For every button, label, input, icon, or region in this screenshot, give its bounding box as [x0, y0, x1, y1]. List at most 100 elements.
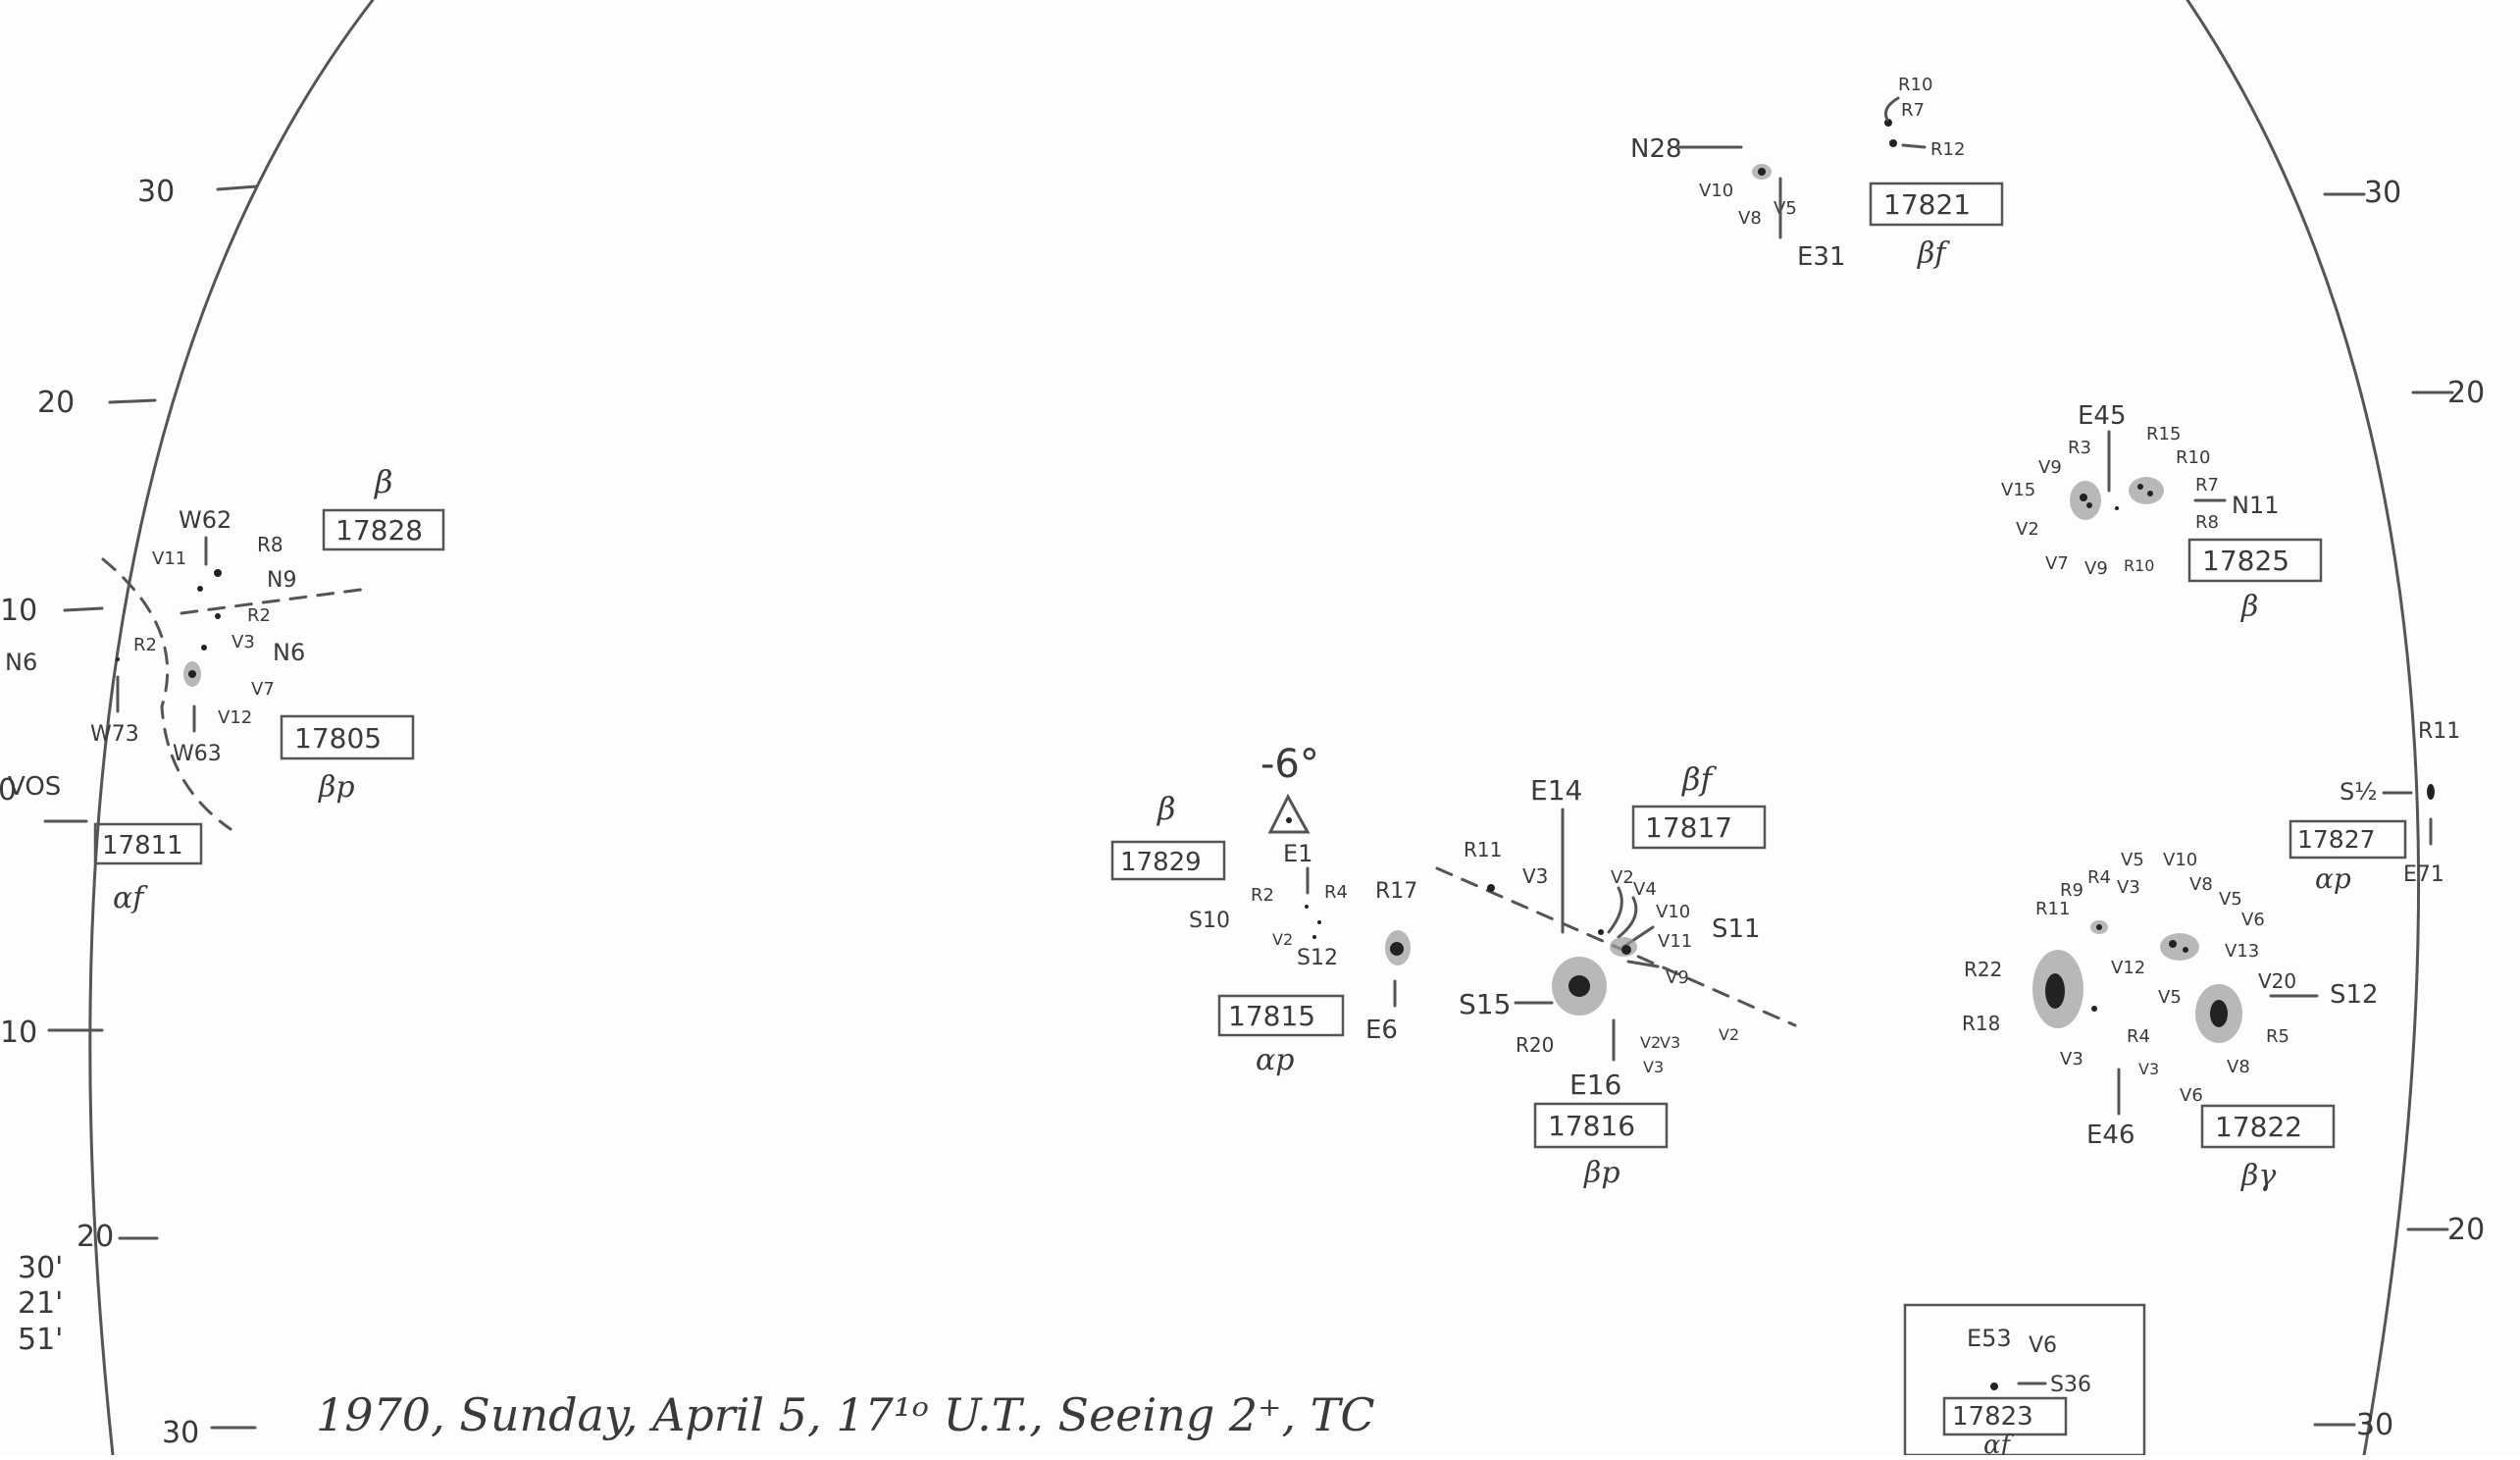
latitude-scale-left: 30 20 10 0 10 20 30 [0, 175, 259, 1450]
spot-label: V11 [152, 548, 186, 569]
corner-note-2: 21' [18, 1286, 63, 1321]
region-number: 17821 [1883, 188, 1971, 221]
scale-left-0: 0 [0, 773, 17, 808]
region-number-box [1631, 805, 1767, 850]
region-17811: 17811 αf [93, 822, 203, 915]
spot-label: R2 [247, 605, 271, 626]
spot-label: R9 [2060, 880, 2083, 901]
spot-label: V7 [2045, 553, 2069, 574]
region-class: αf [1983, 1431, 2015, 1455]
spot-label: V2 [1719, 1025, 1739, 1044]
spot-label: V6 [2029, 1333, 2057, 1358]
region-position: W63 [173, 742, 222, 766]
polarity-degree-label: -6° [1260, 742, 1319, 787]
spot-label: N9 [267, 568, 296, 593]
spot-label: V6 [2241, 910, 2265, 930]
region-class: βf [1917, 236, 1950, 271]
scale-right-30-bottom: 30 [2356, 1408, 2393, 1442]
region-number: 17828 [335, 514, 423, 547]
spot-label: S15 [1459, 988, 1511, 1020]
region-class: β [2240, 590, 2258, 624]
spot-label: R4 [2127, 1026, 2150, 1047]
region-number: 17827 [2297, 825, 2376, 854]
spot-label: V9 [1666, 967, 1689, 988]
region-number: 17805 [294, 722, 382, 755]
region-number-box [2289, 819, 2407, 860]
region-position: E14 [1530, 774, 1582, 807]
spot-label: V13 [2225, 941, 2259, 962]
scale-left-30-top: 30 [137, 175, 175, 209]
spot-label: R22 [1964, 958, 2002, 981]
spot-label: N28 [1630, 134, 1682, 164]
region-position: E6 [1365, 1016, 1398, 1045]
region-position: W62 [179, 506, 231, 534]
spot-label: V12 [2111, 958, 2145, 978]
spot-label: R11 [1464, 838, 1502, 861]
region-number: 17829 [1120, 848, 1202, 877]
spot-label: V11 [1658, 931, 1692, 952]
spot-label: V6 [2180, 1085, 2203, 1106]
boundary-curve-west [101, 557, 232, 831]
spot-label: R8 [2195, 512, 2219, 533]
spot-label: R10 [2176, 447, 2210, 468]
spot-label: W73 [90, 722, 139, 747]
spot-label: V3 [2138, 1060, 2159, 1078]
scale-left-20-top: 20 [37, 386, 75, 420]
spot-label: V2 [1611, 867, 1634, 888]
spot-label: R2 [133, 635, 157, 655]
spot-label: V2 [2016, 519, 2039, 540]
scale-right-20-bottom: 20 [2447, 1213, 2485, 1247]
region-17828: β 17828 W62 V11 R8 N9 R2 [152, 463, 445, 626]
spot-label: V9 [2038, 457, 2062, 478]
spot-label: R8 [257, 533, 283, 556]
spot-label: S12 [2330, 980, 2379, 1010]
spot-label: S½ [2340, 778, 2378, 806]
spot-label: R10 [1898, 75, 1932, 95]
spot-label: V7 [251, 679, 275, 700]
spot-label: V2 [1640, 1033, 1661, 1052]
spot-label: V5 [2121, 850, 2144, 870]
region-17822: R9 R4 V5 V3 V10 V8 V5 V6 R11 V13 R22 V12… [1962, 850, 2379, 1193]
region-class: βp [318, 770, 355, 805]
spot-label: R20 [1516, 1033, 1554, 1057]
observation-caption: 1970, Sunday, April 5, 17¹ᵒ U.T., Seeing… [316, 1388, 1375, 1441]
spot-label: R4 [2087, 867, 2111, 888]
spot-label: V10 [1656, 902, 1690, 922]
region-number-box [93, 822, 203, 865]
region-number: 17811 [102, 831, 183, 860]
region-position: E45 [2078, 401, 2127, 431]
scale-right-30-top: 30 [2364, 176, 2401, 210]
region-number: 17815 [1228, 1000, 1315, 1032]
region-number-box [1869, 182, 2004, 227]
spot-label: R5 [2266, 1026, 2289, 1047]
spot-label: V5 [2219, 889, 2242, 910]
region-class: β [1157, 790, 1176, 827]
region-number: 17822 [2215, 1111, 2302, 1143]
scale-left-20-bottom: 20 [77, 1220, 114, 1254]
region-17816: S15 R20 V2 V3 V2 V3 E16 17816 βp [1459, 957, 1739, 1190]
region-class: αp [1256, 1043, 1294, 1077]
spot-label: V3 [2060, 1049, 2083, 1069]
region-17817: βf 17817 E14 R11 V3 V2 V4 V10 S11 V11 V9 [1464, 760, 1767, 988]
spot-label: R2 [1251, 885, 1274, 906]
spot-label: V15 [2001, 480, 2035, 500]
region-number-box [1533, 1102, 1669, 1149]
spot-label: V8 [2227, 1057, 2250, 1077]
spot-label: V10 [2163, 850, 2197, 870]
spot-label: V8 [1738, 208, 1762, 229]
corner-note-3: 51' [18, 1323, 63, 1357]
spot-label: R7 [1901, 100, 1925, 121]
region-number: 17817 [1645, 811, 1732, 844]
region-17805: 17805 βp W63 W73 R2 V3 N6 V7 V12 [90, 632, 415, 805]
spot-label: R11 [2035, 899, 2070, 919]
region-class: αf [113, 881, 148, 915]
spot-label: R17 [1375, 879, 1417, 904]
region-number: 17816 [1548, 1110, 1635, 1142]
region-number: 17825 [2202, 545, 2289, 577]
region-17825: E45 V9 R3 R15 R10 R7 R8 N11 V15 V2 V7 V9… [2001, 401, 2323, 624]
scale-right-20-top: 20 [2447, 376, 2485, 410]
spot-label: V5 [1774, 198, 1797, 219]
spot-label: V10 [1699, 181, 1733, 201]
spot-label: R3 [2068, 438, 2091, 458]
